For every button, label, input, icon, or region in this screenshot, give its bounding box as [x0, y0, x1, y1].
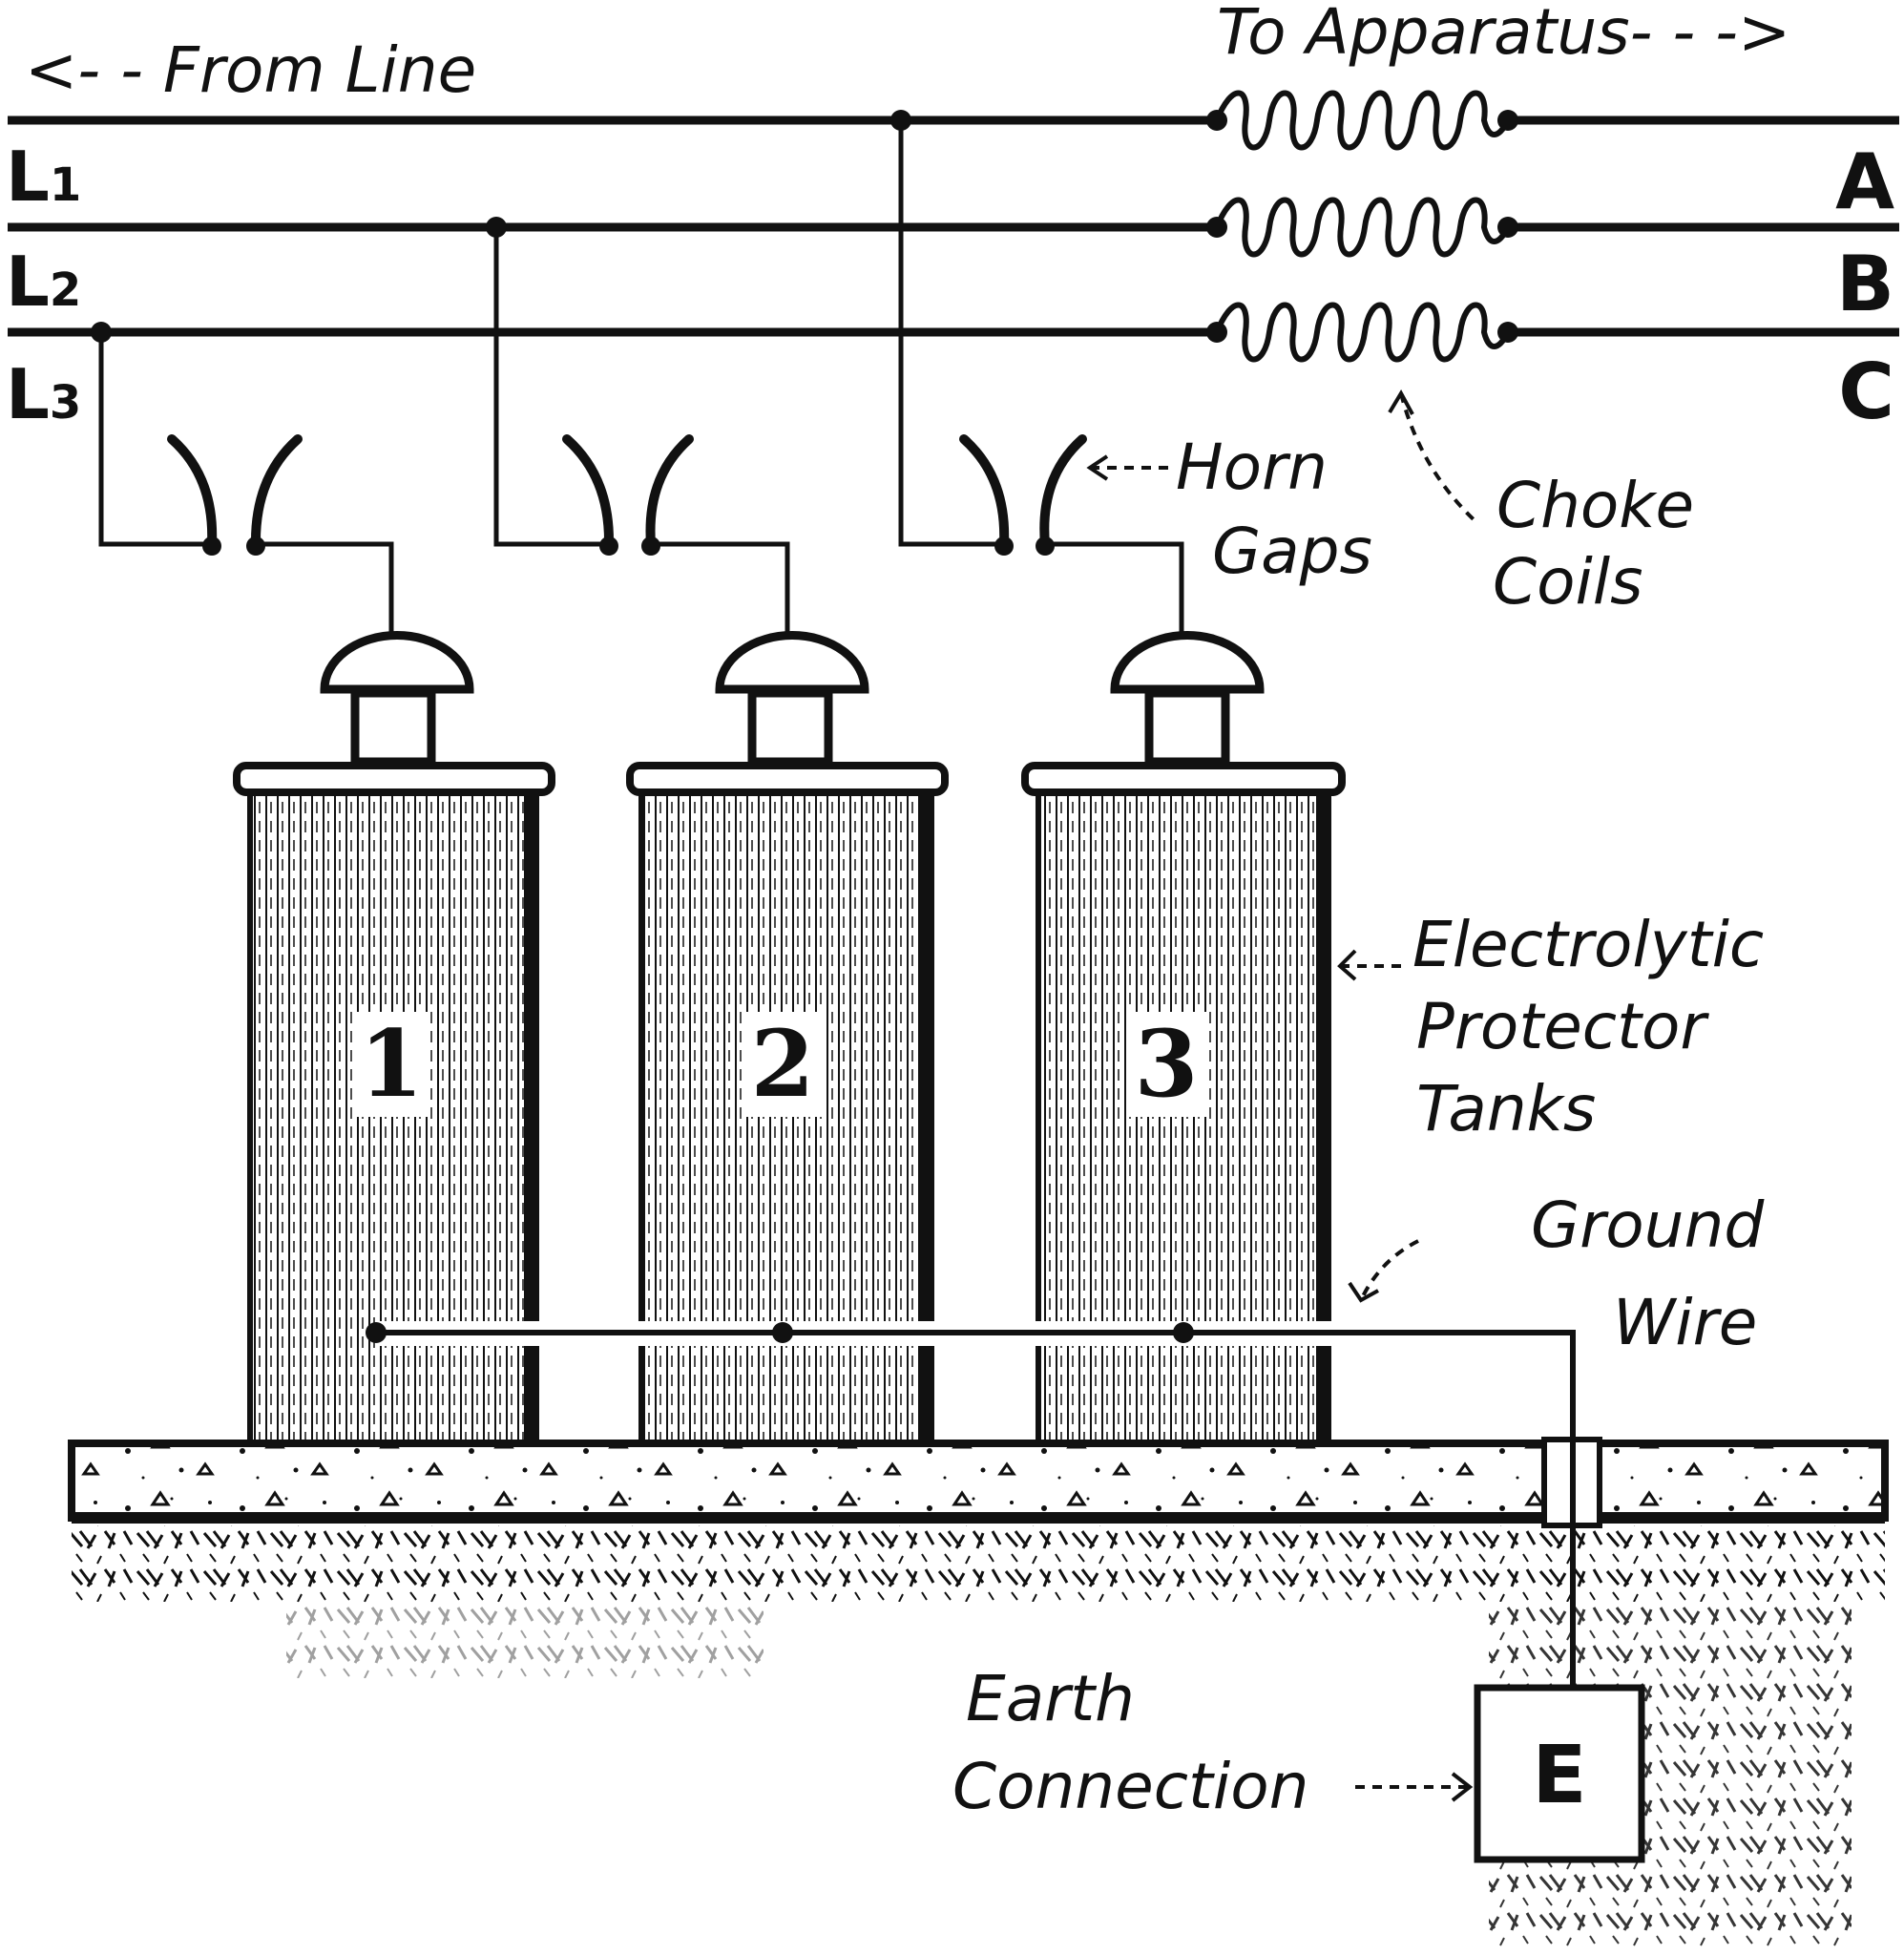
line-l1-label: L1 — [6, 137, 81, 217]
coil-terminals — [1206, 110, 1518, 343]
choke-coil-a — [1214, 90, 1511, 151]
horn-gaps — [167, 434, 1087, 549]
phase-b-label: B — [1836, 240, 1894, 328]
tank-2-number: 2 — [751, 1010, 815, 1118]
tank-1-number: 1 — [360, 1010, 424, 1118]
tanks-label-3: Tanks — [1416, 1072, 1596, 1146]
concrete-slab — [68, 1432, 1889, 1688]
from-line-label: <- - From Line — [25, 33, 476, 107]
lead-horn1-tank1 — [256, 541, 394, 635]
phase-labels: A B C — [1835, 137, 1894, 436]
lead-horn2-tank2 — [651, 541, 790, 635]
horn-gap-tips — [202, 536, 1055, 556]
phase-a-label: A — [1835, 137, 1894, 226]
lead-l2-horn2 — [493, 227, 609, 547]
lead-l3-horn1 — [98, 332, 212, 547]
earth-connection-box: E — [1474, 1684, 1645, 1863]
ground-wire-label-1: Ground — [1531, 1188, 1765, 1262]
horn-gap-1-left — [167, 434, 218, 549]
line-l3-label: L3 — [6, 354, 81, 434]
horn-gaps-callout: Horn Gaps — [1086, 431, 1372, 588]
choke-coils-callout: Choke Coils — [1388, 389, 1694, 619]
ground-wire-label-2: Wire — [1613, 1286, 1757, 1359]
horn-gaps-label-2: Gaps — [1212, 515, 1372, 588]
tap-junctions — [91, 110, 911, 343]
tank-3-number: 3 — [1135, 1010, 1199, 1118]
horn-gap-3-right — [1039, 434, 1087, 549]
to-apparatus-label: To Apparatus- - -> — [1217, 0, 1790, 69]
tanks-label-2: Protector — [1416, 990, 1709, 1063]
choke-coil-b — [1214, 197, 1511, 258]
horn-gaps-label-1: Horn — [1176, 431, 1328, 504]
earth-connection-label-2: Connection — [952, 1750, 1308, 1823]
ground-wire — [366, 1321, 1576, 1688]
earth-connection-callout: Earth Connection — [952, 1662, 1474, 1823]
horn-gap-1-right — [250, 434, 303, 549]
horn-gap-3-left — [959, 434, 1010, 549]
choke-coils-label-2: Coils — [1493, 545, 1643, 619]
lead-horn3-tank3 — [1045, 541, 1184, 635]
ground-wire-callout: Ground Wire — [1348, 1188, 1765, 1359]
tanks-label-1: Electrolytic — [1412, 908, 1764, 981]
choke-coil-c — [1214, 302, 1511, 363]
tap-leads — [98, 120, 1184, 635]
tanks-callout: Electrolytic Protector Tanks — [1337, 908, 1764, 1146]
earth-connection-label-1: Earth — [966, 1662, 1135, 1735]
horn-gap-2-right — [645, 434, 694, 549]
phase-c-label: C — [1838, 347, 1894, 436]
earth-box-letter: E — [1532, 1728, 1586, 1821]
line-wires — [8, 116, 1899, 337]
choke-coils-label-1: Choke — [1496, 469, 1694, 542]
line-labels: L1 L2 L3 — [6, 137, 81, 434]
choke-coils — [1214, 90, 1511, 363]
line-l2-label: L2 — [6, 242, 81, 322]
lead-l1-horn3 — [898, 120, 1004, 547]
horn-gap-2-left — [562, 434, 615, 549]
